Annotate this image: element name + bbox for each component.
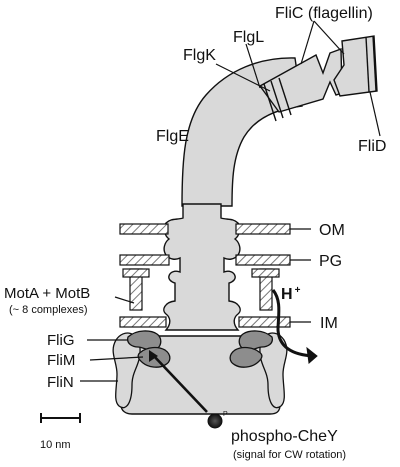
pg-layer-left (119, 254, 170, 266)
stator-right-top (251, 268, 280, 278)
filament-flic-part1 (258, 48, 343, 113)
junction-line-flgl-a (270, 80, 284, 119)
label-flig: FliG (47, 332, 75, 349)
flim-right (229, 346, 263, 368)
label-scale: 10 nm (40, 439, 71, 451)
cap-line-flid-b (372, 35, 377, 92)
leader-mota (114, 296, 135, 304)
label-flgl: FlgL (233, 29, 264, 46)
label-mota-motb: MotA + MotB (4, 285, 90, 302)
label-om: OM (319, 222, 345, 239)
phospho-chey-pointer (151, 353, 208, 413)
label-im: IM (320, 315, 338, 332)
om-layer-left (119, 223, 169, 235)
phospho-chey-arrowhead (149, 350, 158, 362)
junction-line-flgl-b (278, 77, 292, 116)
label-phospho-p: P (223, 411, 228, 418)
label-flin: FliN (47, 374, 74, 391)
label-flim: FliM (47, 352, 75, 369)
proton-arrowhead (306, 346, 318, 364)
junction-line-flgk (263, 83, 277, 122)
im-layer-right (238, 316, 291, 328)
label-phospho-note: (signal for CW rotation) (233, 449, 346, 461)
label-flge: FlgE (156, 128, 189, 145)
label-flic: FliC (flagellin) (275, 5, 373, 22)
leader-flgk (215, 63, 271, 92)
proton-path-arrow (271, 289, 315, 358)
leader-flic-2 (313, 20, 345, 55)
label-pg: PG (319, 253, 342, 270)
leader-flid (369, 91, 381, 137)
stator-left-top (122, 268, 150, 278)
label-flgk: FlgK (183, 47, 216, 64)
rod-core (163, 203, 241, 331)
label-phospho-chey: phospho-CheY (231, 428, 338, 445)
phospho-chey-dot (207, 413, 223, 429)
im-layer-left (119, 316, 167, 328)
leader-flim (89, 356, 144, 361)
cap-line-flid-a (365, 36, 370, 93)
leader-flgl (245, 43, 261, 89)
label-h-plus: H+ (281, 285, 301, 303)
pg-layer-right (235, 254, 291, 266)
label-complexes: (~ 8 complexes) (9, 304, 88, 316)
om-layer-right (235, 223, 291, 235)
label-flid: FliD (358, 138, 386, 155)
leader-flic-1 (300, 20, 315, 65)
